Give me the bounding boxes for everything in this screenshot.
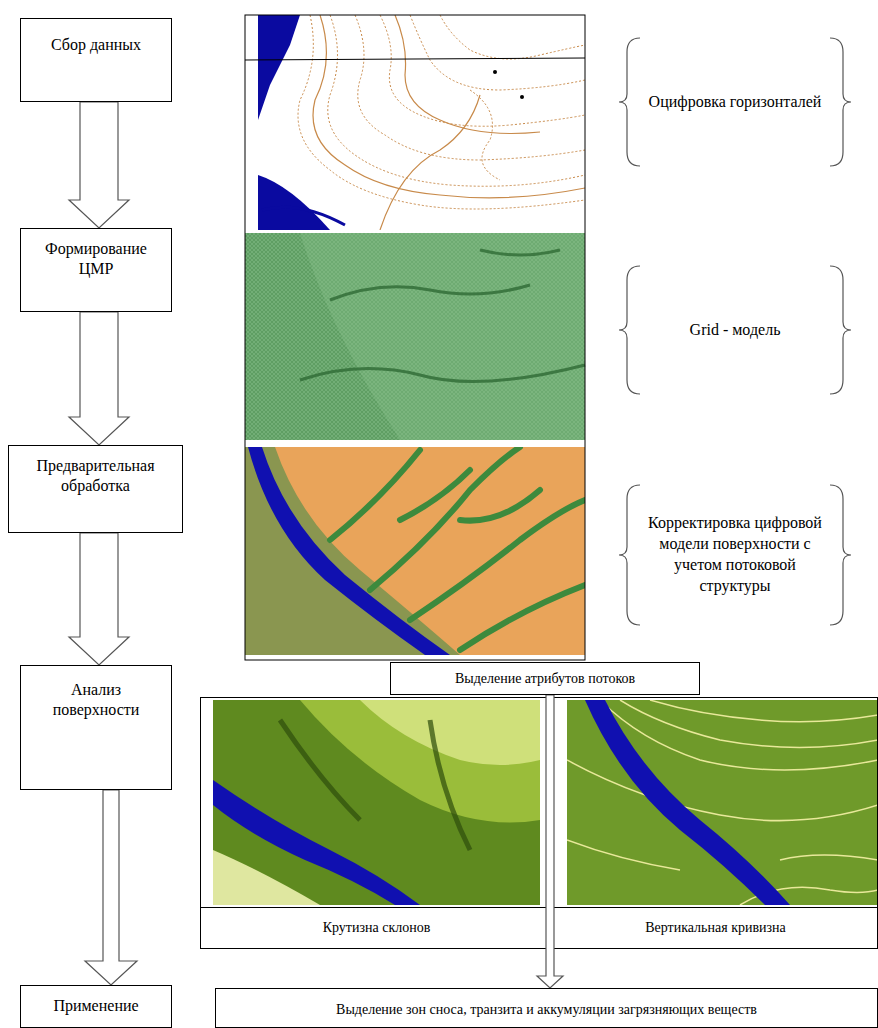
- box-text: Анализ поверхности: [27, 680, 165, 720]
- process-box: Применение: [20, 985, 172, 1028]
- process-box: Выделение атрибутов потоков: [390, 662, 700, 695]
- brace: [619, 38, 851, 625]
- process-box: Формирование ЦМР: [20, 228, 172, 312]
- flow-arrow: [69, 312, 129, 445]
- flow-arrow: [69, 102, 129, 228]
- brace-note: Grid - модель: [645, 320, 825, 341]
- box-text: Сбор данных: [51, 35, 141, 55]
- flow-arrow: [69, 533, 129, 665]
- grid-model: [245, 233, 585, 440]
- image-caption: Вертикальная кривизна: [558, 919, 873, 937]
- box-text: Выделение зон сноса, транзита и аккумуля…: [336, 1001, 757, 1019]
- flow-arrow: [85, 790, 137, 985]
- flow-surface: [245, 447, 585, 655]
- flow-arrow: [537, 695, 563, 988]
- process-box: Анализ поверхности: [20, 665, 172, 790]
- brace-note: Оцифровка горизонталей: [645, 92, 825, 113]
- contour-map: [245, 15, 585, 230]
- image-caption: Крутизна склонов: [205, 919, 548, 937]
- brace-note: Корректировка цифровой модели поверхност…: [645, 513, 825, 596]
- box-text: Предварительная обработка: [15, 456, 176, 496]
- box-text: Применение: [53, 996, 138, 1016]
- box-text: Формирование ЦМР: [27, 239, 165, 279]
- curvature-map: [567, 700, 878, 905]
- slope-map: [213, 700, 540, 905]
- box-text: Выделение атрибутов потоков: [455, 670, 635, 688]
- process-box: Сбор данных: [20, 18, 172, 102]
- process-box: Выделение зон сноса, транзита и аккумуля…: [215, 988, 878, 1028]
- process-box: Предварительная обработка: [8, 445, 183, 533]
